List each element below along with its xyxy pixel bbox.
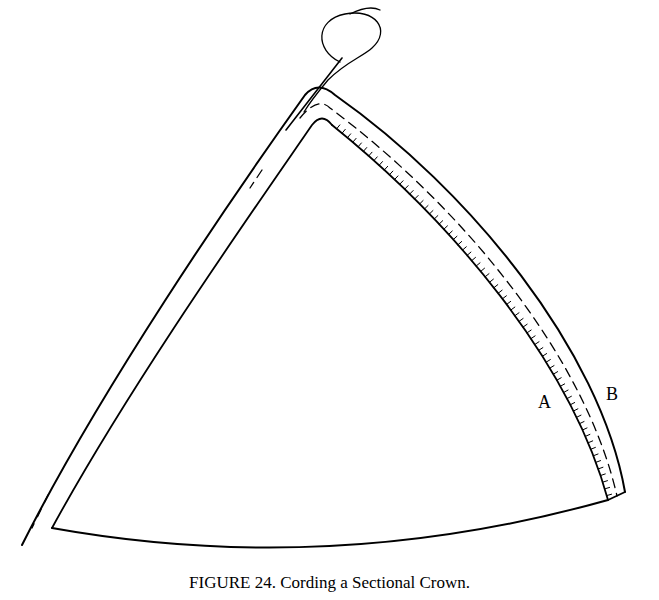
hatch-tick xyxy=(580,422,585,424)
hatch-tick xyxy=(410,191,414,195)
hatch-tick xyxy=(527,330,531,333)
hatch-tick xyxy=(400,181,403,185)
part-letter: A xyxy=(536,392,553,412)
hatch-tick xyxy=(567,396,571,398)
hatch-tick xyxy=(458,241,462,244)
hatch-tick xyxy=(342,129,345,133)
edge-hatching xyxy=(337,125,612,496)
hatch-tick xyxy=(557,378,561,380)
bottom-edge xyxy=(52,500,608,548)
hatch-tick xyxy=(560,384,564,386)
hatch-tick xyxy=(607,494,612,495)
hatch-tick xyxy=(490,279,494,282)
thread xyxy=(304,13,381,112)
hatch-tick xyxy=(591,447,596,449)
part-letter: B xyxy=(604,384,620,404)
hatch-tick xyxy=(601,474,606,476)
hatch-tick xyxy=(374,157,377,161)
hatch-tick xyxy=(498,290,502,293)
hatch-tick xyxy=(424,205,428,208)
stitch-line xyxy=(250,170,262,188)
hatch-tick xyxy=(434,216,438,219)
hatch-tick xyxy=(519,318,523,321)
hatch-tick xyxy=(429,211,433,214)
hatch-tick xyxy=(384,166,387,170)
hatch-tick xyxy=(485,274,489,277)
hatch-tick xyxy=(515,313,519,316)
hatch-tick xyxy=(523,324,527,327)
stitch-line xyxy=(300,104,617,496)
hatch-tick xyxy=(585,434,590,436)
hatch-tick xyxy=(494,285,498,288)
figure-caption: FIGURE 24. Cording a Sectional Crown. xyxy=(0,574,659,591)
hatch-tick xyxy=(369,152,372,156)
hatch-tick xyxy=(353,138,356,142)
stitch-line xyxy=(32,495,48,528)
hatch-tick xyxy=(582,428,587,430)
hatch-tick xyxy=(553,372,557,375)
hatch-tick xyxy=(531,336,535,339)
hatch-tick xyxy=(395,176,398,180)
hatch-tick xyxy=(507,301,511,304)
hatch-tick xyxy=(444,226,448,229)
thread xyxy=(350,8,380,14)
hatch-tick xyxy=(502,296,506,299)
hatch-tick xyxy=(472,257,476,260)
hatch-tick xyxy=(389,171,392,175)
hatch-tick xyxy=(415,195,419,199)
hatch-tick xyxy=(347,134,350,138)
hatch-tick xyxy=(379,162,382,166)
inner-edge-left xyxy=(52,119,332,529)
hatch-tick xyxy=(603,481,608,483)
hatch-tick xyxy=(463,247,467,250)
hatch-tick xyxy=(481,268,485,271)
needle xyxy=(286,58,342,130)
hatch-tick xyxy=(511,307,515,310)
hatch-tick xyxy=(577,415,581,417)
hatch-tick xyxy=(593,454,598,456)
hatch-tick xyxy=(596,461,601,463)
inner-edge-right xyxy=(332,125,608,500)
hatch-tick xyxy=(564,390,568,392)
hatch-tick xyxy=(476,263,480,266)
hatch-tick xyxy=(358,143,361,147)
hatch-tick xyxy=(337,125,340,129)
hatch-tick xyxy=(598,467,603,469)
hatch-tick xyxy=(605,487,610,488)
hatch-tick xyxy=(453,236,457,239)
hatch-tick xyxy=(363,148,366,152)
hatch-tick xyxy=(449,231,453,234)
hatch-tick xyxy=(467,252,471,255)
hatch-tick xyxy=(439,221,443,224)
hatch-tick xyxy=(535,342,539,345)
hatch-tick xyxy=(588,441,593,443)
hatch-tick xyxy=(539,348,543,351)
hatch-tick xyxy=(570,403,574,405)
hatch-tick xyxy=(550,366,554,369)
hatch-tick xyxy=(573,409,577,411)
hatch-tick xyxy=(405,186,408,190)
hatch-tick xyxy=(542,354,546,357)
outer-edge xyxy=(22,88,625,546)
hatch-tick xyxy=(546,360,550,363)
hatch-tick xyxy=(420,200,424,204)
